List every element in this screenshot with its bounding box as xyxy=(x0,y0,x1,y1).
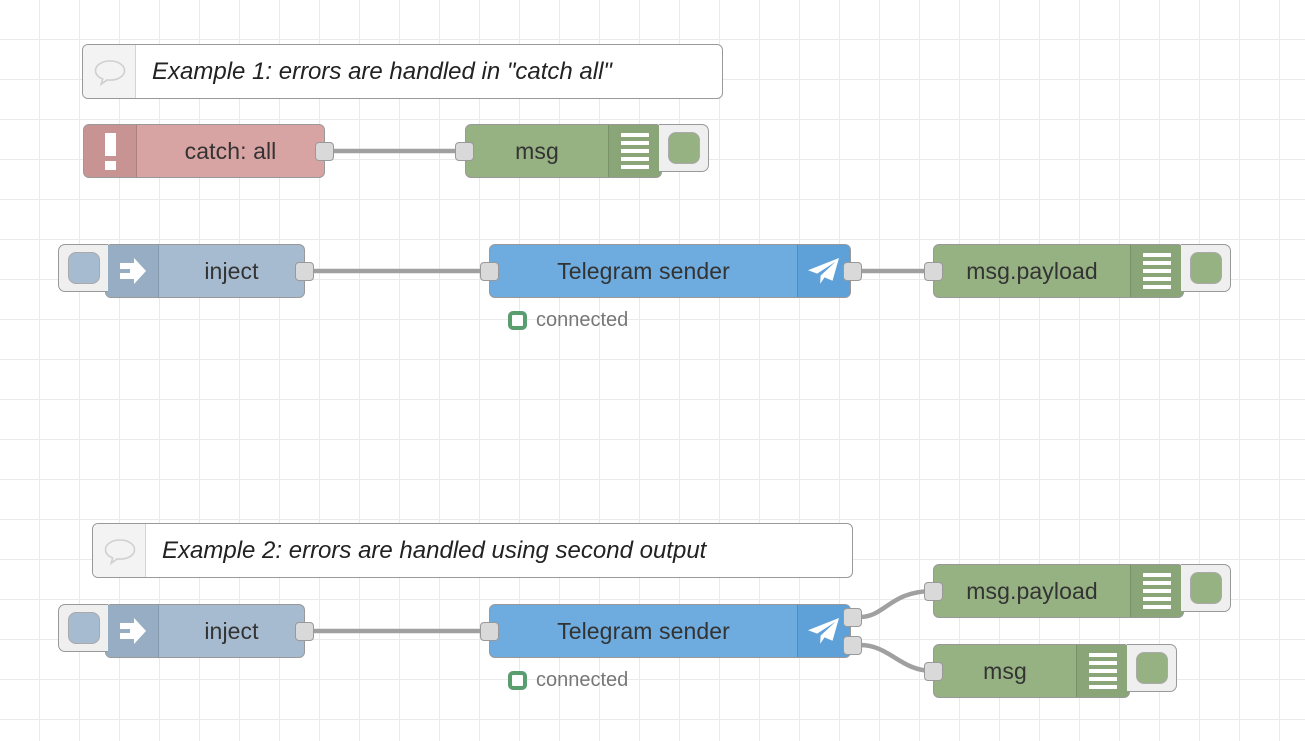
status-indicator-icon xyxy=(508,311,527,330)
inject-trigger-button-2[interactable] xyxy=(58,604,108,652)
node-label-debug-payload-1: msg.payload xyxy=(966,257,1098,284)
node-debug-payload-2[interactable]: msg.payload xyxy=(933,564,1231,618)
node-debug-payload-1[interactable]: msg.payload xyxy=(933,244,1231,298)
inject-trigger-button-1[interactable] xyxy=(58,244,108,292)
node-label-debug-msg-2: msg xyxy=(983,657,1027,684)
port-output-2-telegram-2[interactable] xyxy=(843,636,862,655)
exclamation-icon xyxy=(84,125,137,177)
node-debug-msg-2[interactable]: msg xyxy=(933,644,1177,698)
comment-bubble-icon xyxy=(83,45,136,98)
node-label-telegram-2: Telegram sender xyxy=(557,617,730,644)
port-output-inject-1[interactable] xyxy=(295,262,314,281)
node-telegram-sender-2[interactable]: Telegram sender xyxy=(489,604,851,658)
node-label-inject-2: inject xyxy=(204,617,259,644)
debug-toggle-knob xyxy=(667,132,700,164)
comment-text-2: Example 2: errors are handled using seco… xyxy=(162,536,707,564)
port-output-inject-2[interactable] xyxy=(295,622,314,641)
node-inject-2[interactable]: inject xyxy=(58,604,305,658)
comment-node-1[interactable]: Example 1: errors are handled in "catch … xyxy=(82,44,723,99)
debug-toggle-knob xyxy=(1189,252,1222,284)
comment-text-1: Example 1: errors are handled in "catch … xyxy=(152,57,612,85)
status-label-telegram-1: connected xyxy=(536,309,629,331)
debug-lines-icon xyxy=(1130,245,1183,297)
node-label-telegram-1: Telegram sender xyxy=(557,257,730,284)
debug-toggle-button-msg-1[interactable] xyxy=(659,124,709,172)
node-label-debug-payload-2: msg.payload xyxy=(966,577,1098,604)
wire-telegram2-out2-to-debug-msg[interactable] xyxy=(857,642,936,674)
debug-lines-icon xyxy=(608,125,661,177)
port-input-debug-payload-2[interactable] xyxy=(924,582,943,601)
status-telegram-1: connected xyxy=(508,309,628,332)
port-output-1-telegram-2[interactable] xyxy=(843,608,862,627)
node-telegram-sender-1[interactable]: Telegram sender xyxy=(489,244,851,298)
node-label-debug-msg-1: msg xyxy=(515,137,559,164)
port-output-telegram-1[interactable] xyxy=(843,262,862,281)
debug-toggle-button-payload-2[interactable] xyxy=(1181,564,1231,612)
comment-node-2[interactable]: Example 2: errors are handled using seco… xyxy=(92,523,853,578)
port-input-debug-msg-1[interactable] xyxy=(455,142,474,161)
debug-lines-icon xyxy=(1130,565,1183,617)
node-label-catch-all: catch: all xyxy=(184,137,277,164)
status-telegram-2: connected xyxy=(508,669,628,692)
port-input-debug-payload-1[interactable] xyxy=(924,262,943,281)
node-inject-1[interactable]: inject xyxy=(58,244,305,298)
inject-arrow-icon xyxy=(106,245,159,297)
node-catch-all[interactable]: catch: all xyxy=(83,124,325,178)
inject-trigger-knob xyxy=(67,612,100,644)
debug-toggle-knob xyxy=(1135,652,1168,684)
debug-lines-icon xyxy=(1076,645,1129,697)
inject-trigger-knob xyxy=(67,252,100,284)
inject-arrow-icon xyxy=(106,605,159,657)
telegram-paper-plane-icon xyxy=(797,605,850,657)
port-input-telegram-2[interactable] xyxy=(480,622,499,641)
node-debug-msg-1[interactable]: msg xyxy=(465,124,709,178)
port-output-catch-all[interactable] xyxy=(315,142,334,161)
status-label-telegram-2: connected xyxy=(536,669,629,691)
node-label-inject-1: inject xyxy=(204,257,259,284)
wire-telegram2-out1-to-debug-payload[interactable] xyxy=(857,588,936,620)
telegram-paper-plane-icon xyxy=(797,245,850,297)
debug-toggle-button-msg-2[interactable] xyxy=(1127,644,1177,692)
port-input-telegram-1[interactable] xyxy=(480,262,499,281)
status-indicator-icon xyxy=(508,671,527,690)
debug-toggle-knob xyxy=(1189,572,1222,604)
debug-toggle-button-payload-1[interactable] xyxy=(1181,244,1231,292)
comment-bubble-icon xyxy=(93,524,146,577)
port-input-debug-msg-2[interactable] xyxy=(924,662,943,681)
